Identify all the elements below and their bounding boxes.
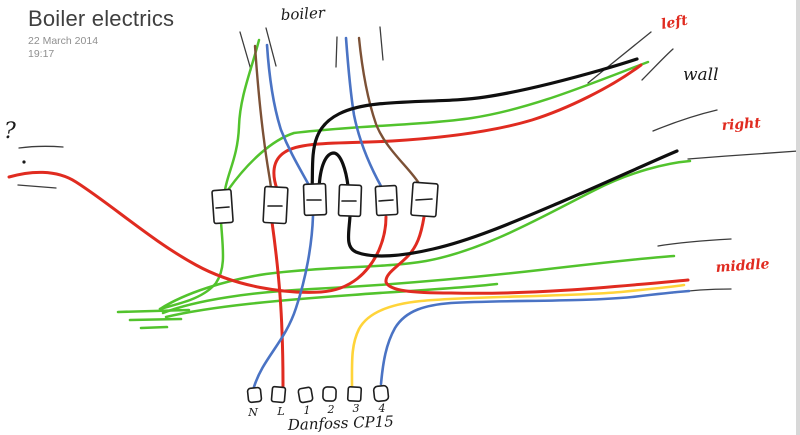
- wire-black-block4-to-right-bundle: [346, 149, 679, 258]
- sheath-line: [379, 26, 384, 61]
- wire-black-block3-to-left-bundle: [310, 57, 639, 193]
- label-wall: wall: [683, 65, 719, 85]
- terminal-strip: [211, 181, 439, 225]
- wire-green-earth-to-middle: [161, 254, 676, 315]
- sheath-line: [239, 31, 252, 71]
- earth-bar: [128, 317, 183, 322]
- danfoss-terminal-2: [322, 386, 337, 402]
- wire-green-earth-to-right-bundle: [158, 159, 692, 311]
- terminal-block-4: [337, 183, 363, 218]
- sheath-line: [687, 150, 799, 160]
- wire-yellow-terminal3-to-middle-bundle: [350, 283, 686, 388]
- block-screw-slot: [215, 206, 230, 209]
- danfoss-terminal-L: [270, 385, 287, 404]
- page-date: 22 March 2014: [28, 35, 99, 47]
- danfoss-terminal-3: [346, 385, 363, 403]
- wire-red-block2-to-left-bundle: [272, 63, 643, 191]
- label-boiler: boiler: [280, 4, 326, 24]
- terminal-label-1: 1: [304, 404, 311, 417]
- terminal-block-2: [262, 185, 289, 225]
- red-wires: [7, 63, 690, 388]
- terminal-label-L: L: [276, 405, 284, 418]
- earth-symbol: [116, 308, 191, 330]
- ink-dot: [22, 160, 26, 164]
- wire-blue-block3-to-terminal-N: [252, 214, 315, 389]
- label-right: right: [721, 115, 762, 134]
- terminal-block-3: [302, 182, 328, 217]
- right-edge-strip: [796, 0, 800, 435]
- block-screw-slot: [415, 198, 433, 201]
- label-middle: middle: [715, 256, 770, 276]
- terminal-label-4: 4: [378, 402, 386, 415]
- danfoss-terminal-N: [246, 386, 263, 404]
- sheath-line: [335, 36, 338, 68]
- terminal-block-1: [211, 188, 234, 225]
- sheath-line: [17, 184, 57, 189]
- wire-green-boiler-to-block1: [223, 38, 261, 192]
- danfoss-terminal-4: [372, 384, 390, 403]
- sheath-line: [265, 27, 277, 67]
- wire-red-far-left-to-block5: [7, 170, 388, 294]
- label-danfoss-cp15: Danfoss CP15: [287, 412, 395, 434]
- danfoss-terminal-1: [297, 386, 314, 404]
- danfoss-terminal-row: [246, 384, 390, 404]
- label-question-mark: ?: [4, 119, 16, 144]
- terminal-block-6: [410, 181, 439, 218]
- wire-green-strand: [164, 282, 499, 319]
- label-left: left: [660, 12, 690, 32]
- wire-blue-terminal4-to-middle-bundle: [379, 289, 691, 386]
- terminal-block-5: [374, 184, 399, 217]
- blue-wires: [252, 36, 691, 389]
- terminal-label-2: 2: [327, 403, 335, 416]
- sheath-line: [657, 238, 732, 247]
- green-wires: [158, 38, 692, 319]
- sheath-line: [18, 145, 64, 149]
- wire-green-block1-to-left-bundle: [226, 60, 650, 192]
- page-header: Boiler electrics 22 March 2014 19:17: [28, 6, 174, 61]
- sheath-line: [652, 109, 718, 132]
- wire-blue-boiler-to-block3: [265, 43, 313, 191]
- sheath-line: [641, 48, 674, 81]
- block-screw-slot: [378, 199, 394, 202]
- wire-brown-boiler-to-block6: [357, 36, 422, 187]
- earth-bar: [139, 325, 169, 330]
- sheath-lines: [17, 26, 799, 294]
- terminal-label-N: N: [247, 406, 258, 419]
- sheath-line: [587, 31, 652, 84]
- wire-green-block1-to-earth: [158, 220, 225, 311]
- earth-bar: [116, 308, 191, 314]
- black-wires: [310, 57, 679, 258]
- terminal-label-3: 3: [353, 402, 360, 415]
- page-time: 19:17: [28, 48, 55, 60]
- wire-blue-boiler-to-block5: [344, 36, 384, 190]
- page-title: Boiler electrics: [28, 6, 175, 31]
- brown-wires: [253, 36, 422, 190]
- danfoss-terminal-labels: N L 1 2 3 4: [247, 402, 385, 419]
- wire-red-block2-to-terminal-L: [270, 220, 285, 388]
- wire-brown-boiler-to-block2: [253, 44, 273, 190]
- wire-black-jumper-block3-block4: [317, 151, 350, 191]
